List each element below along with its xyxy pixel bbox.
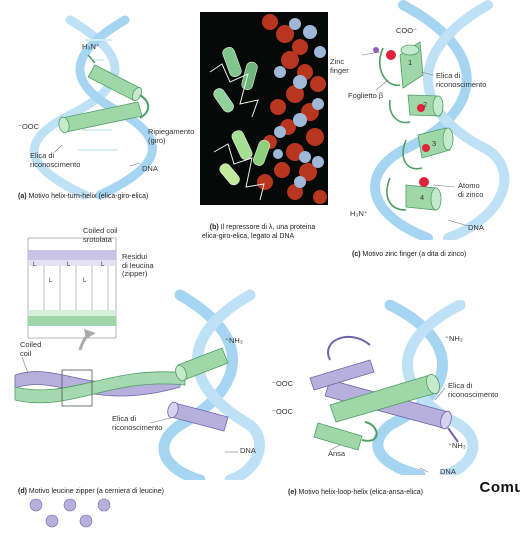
panel-d-leucine-zipper: L L L L L Coiled coil srotolata Residui …	[0, 225, 270, 507]
recognition-helix-label: Elica di riconoscimento	[30, 152, 80, 169]
c-terminus-label-2: ⁻OOC	[272, 408, 293, 417]
recognition-helix-label: Elica di riconoscimento	[448, 382, 498, 399]
caption-text: Motivo helix-turn-helix (elica-giro-elic…	[29, 193, 149, 200]
nh3-top-label: ⁺NH₃	[445, 335, 463, 344]
finger-number-2: 2	[423, 101, 427, 110]
cut-off-text: Comu	[480, 479, 520, 496]
recognition-helix-label: Elica di riconoscimento	[112, 415, 162, 432]
caption-a: (a) Motivo helix-turn-helix (elica-giro-…	[18, 192, 148, 201]
leucine-letter: L	[101, 261, 104, 270]
n-terminus-label: H₃N⁺	[350, 210, 368, 219]
leucine-letter: L	[67, 261, 70, 270]
caption-letter: (a)	[18, 193, 27, 200]
caption-text: Motivo leucine zipper (a cerniera di leu…	[29, 488, 164, 495]
nh3-label: ⁺NH₃	[225, 337, 243, 346]
coiled-coil-label: Coiled coil	[20, 341, 41, 358]
leucine-residue-circles	[28, 491, 116, 535]
green-loop	[362, 422, 377, 441]
caption-letter: (e)	[288, 489, 297, 496]
lambda-repressor-image	[200, 12, 328, 205]
zinc-finger-label: Zinc finger	[330, 58, 349, 75]
caption-c: (c) Motivo zinc finger (a dita di zinco)	[352, 250, 466, 259]
c-terminus-label-1: ⁻OOC	[272, 380, 293, 389]
finger-number-4: 4	[420, 194, 424, 203]
leucine-residues-label: Residui di leucina (zipper)	[122, 253, 154, 279]
turn-label: Ripiegamento (giro)	[148, 128, 194, 145]
caption-d: (d) Motivo leucine zipper (a cerniera di…	[18, 487, 164, 496]
unwound-coiled-coil-label: Coiled coil srotolata	[83, 227, 118, 244]
panel-a-helix-turn-helix: H₃N⁺ ⁻OOC Ripiegamento (giro) Elica di r…	[0, 0, 175, 210]
panel-c-zinc-finger: COO⁻ Zinc finger Elica di riconoscimento…	[328, 0, 520, 265]
coiled-coil	[15, 372, 185, 403]
loop-label: Ansa	[328, 450, 345, 459]
recognition-helix-label: Elica di riconoscimento	[436, 72, 486, 89]
finger-4	[387, 178, 441, 210]
dna-label: DNA	[468, 224, 484, 233]
dna-label: DNA	[440, 468, 456, 477]
coo-label: COO⁻	[396, 27, 417, 36]
finger-number-3: 3	[432, 140, 436, 149]
zinc-finger-diagram	[328, 0, 520, 240]
beta-sheet-label: Foglietto β	[348, 92, 383, 101]
dna-label: DNA	[240, 447, 256, 456]
caption-text: Motivo zinc finger (a dita di zinco)	[363, 251, 467, 258]
panel-e-helix-loop-helix: ⁺NH₃ ⁻OOC Elica di riconoscimento ⁻OOC ⁺…	[270, 300, 520, 507]
unwound-coiled-coil-inset	[28, 238, 116, 338]
purple-loop	[328, 337, 370, 360]
n-terminus-label: H₃N⁺	[82, 43, 100, 52]
caption-letter: (c)	[352, 251, 361, 258]
dna-label: DNA	[142, 165, 158, 174]
leucine-letter: L	[83, 277, 86, 286]
zinc-atom-label: Atomo di zinco	[458, 182, 483, 199]
leucine-letter: L	[33, 261, 36, 270]
caption-letter: (d)	[18, 488, 27, 495]
finger-2	[390, 95, 443, 123]
panel-b-lambda-repressor: (b) Il repressore di λ, una proteina eli…	[200, 12, 328, 237]
caption-text: Motivo helix-loop-helix (elica-ansa-elic…	[299, 489, 424, 496]
c-terminus-label: ⁻OOC	[18, 123, 39, 132]
nh3-bottom-label: ⁺NH₃	[448, 442, 466, 451]
leucine-letter: L	[49, 277, 52, 286]
finger-number-1: 1	[408, 59, 412, 68]
caption-e: (e) Motivo helix-loop-helix (elica-ansa-…	[288, 488, 423, 497]
